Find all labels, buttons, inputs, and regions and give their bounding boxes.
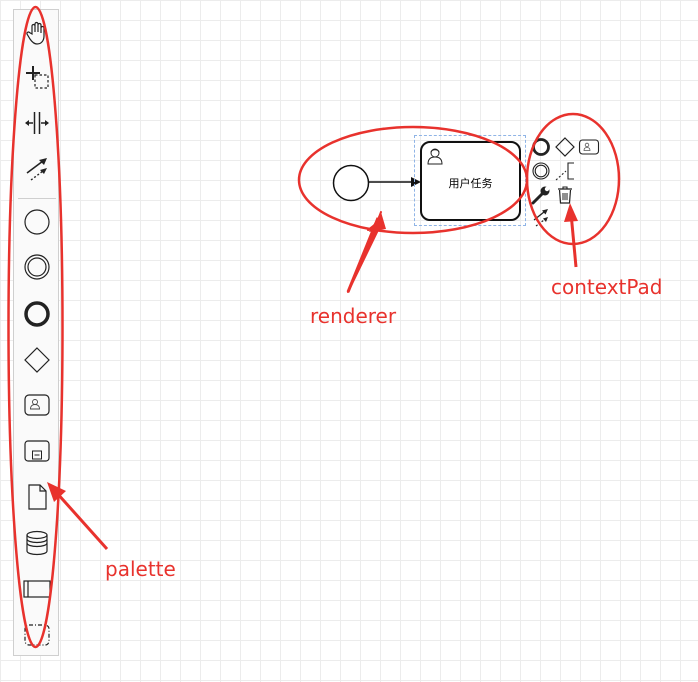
context-pad-annotation-label: contextPad bbox=[551, 275, 663, 299]
palette-separator bbox=[18, 198, 56, 199]
renderer-arrow-head bbox=[369, 212, 386, 232]
gateway-icon bbox=[555, 137, 575, 157]
end-event-icon bbox=[532, 138, 550, 156]
start-event[interactable] bbox=[332, 164, 370, 202]
create-data-object-button[interactable] bbox=[20, 480, 54, 514]
wrench-icon bbox=[531, 186, 550, 205]
append-user-task-button[interactable] bbox=[578, 136, 600, 158]
delete-button[interactable] bbox=[554, 184, 576, 206]
data-object-icon bbox=[28, 484, 47, 510]
create-pool-button[interactable] bbox=[20, 572, 54, 606]
palette-annotation-label: palette bbox=[105, 557, 176, 581]
pool-icon bbox=[23, 580, 51, 598]
hand-icon bbox=[26, 21, 45, 45]
append-text-annotation-button[interactable] bbox=[554, 160, 576, 182]
data-store-icon bbox=[26, 530, 48, 556]
create-user-task-button[interactable] bbox=[20, 388, 54, 422]
lasso-tool-button[interactable] bbox=[20, 60, 54, 94]
connect-button[interactable] bbox=[530, 206, 552, 228]
create-group-button[interactable] bbox=[20, 618, 54, 652]
end-event-icon bbox=[24, 301, 50, 327]
group-icon bbox=[24, 624, 50, 646]
user-icon bbox=[427, 148, 443, 165]
create-subprocess-button[interactable] bbox=[20, 434, 54, 468]
hand-tool-button[interactable] bbox=[20, 16, 54, 50]
global-connect-tool-button[interactable] bbox=[20, 152, 54, 186]
create-data-store-button[interactable] bbox=[20, 526, 54, 560]
subprocess-icon bbox=[24, 440, 50, 462]
renderer-annotation-label: renderer bbox=[310, 304, 397, 328]
user-task[interactable]: 用户任务 bbox=[420, 141, 521, 221]
user-task-icon bbox=[578, 139, 600, 155]
context-pad-arrow-shaft bbox=[569, 212, 578, 268]
create-start-event-button[interactable] bbox=[20, 205, 54, 239]
space-icon bbox=[25, 112, 49, 134]
space-tool-button[interactable] bbox=[20, 106, 54, 140]
connect-icon bbox=[26, 158, 47, 181]
lasso-icon bbox=[26, 66, 49, 89]
palette bbox=[13, 9, 59, 656]
create-end-event-button[interactable] bbox=[20, 297, 54, 331]
intermediate-event-icon bbox=[24, 254, 50, 280]
text-annotation-icon bbox=[555, 162, 574, 181]
start-event-shape bbox=[332, 164, 370, 202]
change-type-button[interactable] bbox=[530, 184, 552, 206]
start-event-icon bbox=[24, 209, 50, 235]
connect-icon bbox=[533, 209, 548, 227]
gateway-icon bbox=[24, 347, 50, 373]
trash-icon bbox=[558, 186, 572, 204]
create-intermediate-event-button[interactable] bbox=[20, 250, 54, 284]
append-end-event-button[interactable] bbox=[530, 136, 552, 158]
user-task-icon bbox=[24, 394, 50, 416]
intermediate-event-icon bbox=[532, 162, 550, 180]
palette-arrow-shaft bbox=[54, 490, 109, 551]
append-gateway-button[interactable] bbox=[554, 136, 576, 158]
append-intermediate-event-button[interactable] bbox=[530, 160, 552, 182]
renderer-arrow-icon bbox=[347, 211, 382, 293]
create-gateway-button[interactable] bbox=[20, 343, 54, 377]
task-label: 用户任务 bbox=[448, 177, 493, 190]
renderer-arrow-shaft bbox=[346, 217, 380, 293]
